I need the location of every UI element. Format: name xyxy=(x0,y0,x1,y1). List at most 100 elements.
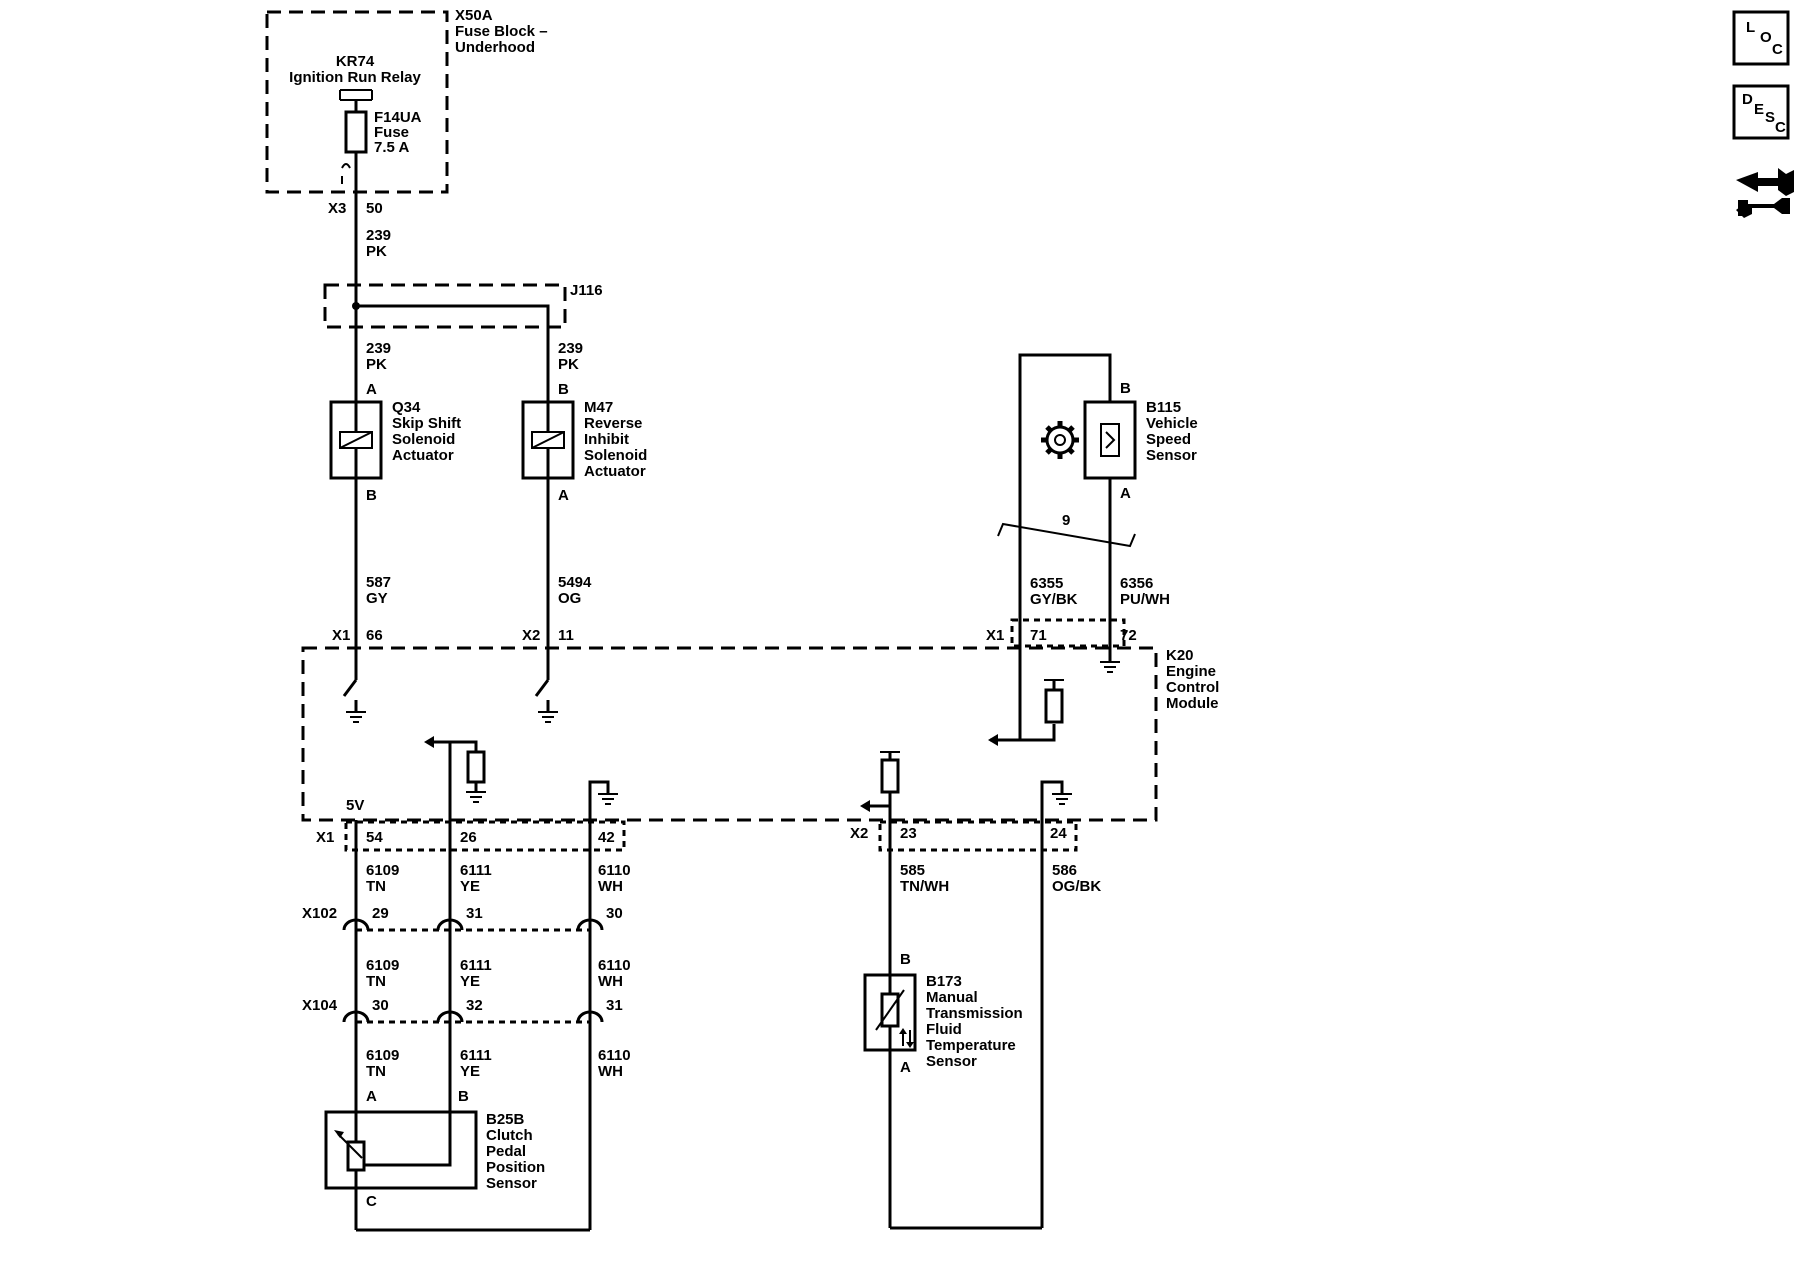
connector-x104-icon xyxy=(436,1010,464,1023)
connector-x102-icon xyxy=(576,918,604,931)
wire-6355-color: GY/BK xyxy=(1030,591,1078,608)
b115-element xyxy=(1100,423,1120,457)
ground-icon xyxy=(598,793,618,805)
b173-label-6: Sensor xyxy=(926,1053,977,1070)
wire-6111-num-3: 6111 xyxy=(460,1047,492,1064)
wire-6109-num: 6109 xyxy=(366,862,399,879)
input-arrow-icon xyxy=(988,734,998,746)
splice-dot xyxy=(352,302,360,310)
resistor-icon xyxy=(466,750,486,784)
b25b-pin-c: C xyxy=(366,1193,377,1210)
ecm-pin-11: 11 xyxy=(558,627,574,644)
ecm-pin-24: 24 xyxy=(1050,825,1067,842)
wire-6109-color-3: TN xyxy=(366,1063,386,1080)
fuse-icon xyxy=(344,110,368,154)
ecm-label-1: K20 xyxy=(1166,647,1194,664)
q34-pin-bot: B xyxy=(366,487,377,504)
ecm-x1-right-label: X1 xyxy=(986,627,1004,644)
wire-239-color: PK xyxy=(366,243,387,260)
connector-end-view-button[interactable] xyxy=(1736,168,1794,218)
wire-585-num: 585 xyxy=(900,862,925,879)
q34-label-1: Q34 xyxy=(392,399,421,416)
wire-239-color-left: PK xyxy=(366,356,387,373)
wire-6110-num-3: 6110 xyxy=(598,1047,631,1064)
ecm-outline xyxy=(301,646,1158,822)
ecm-pin-71: 71 xyxy=(1030,627,1047,644)
wire-6110-color: WH xyxy=(598,878,623,895)
desc-letter-2: E xyxy=(1754,101,1764,118)
ecm-pin-66: 66 xyxy=(366,627,383,644)
ecm-pin-23: 23 xyxy=(900,825,917,842)
b115-sensor-box xyxy=(1083,400,1137,480)
wire-5494-color: OG xyxy=(558,590,581,607)
wire-239-num-right: 239 xyxy=(558,340,583,357)
b173-label-3: Transmission xyxy=(926,1005,1023,1022)
splice-j116-label: J116 xyxy=(570,282,603,299)
thermistor-slash xyxy=(875,989,905,1031)
wire-6355-num: 6355 xyxy=(1030,575,1063,592)
wiper-arrow-icon xyxy=(334,1130,344,1138)
wire-6110-color-2: WH xyxy=(598,973,623,990)
b115-label-4: Sensor xyxy=(1146,447,1197,464)
ecm-pin-54: 54 xyxy=(366,829,383,846)
ecm-pin-72: 72 xyxy=(1120,627,1137,644)
m47-pin-bot: A xyxy=(558,487,569,504)
location-view-button[interactable]: L O C xyxy=(1732,10,1790,66)
wire-6109-num-3: 6109 xyxy=(366,1047,399,1064)
wire-6111-color-3: YE xyxy=(460,1063,480,1080)
input-arrow-icon xyxy=(860,800,870,812)
b173-label-2: Manual xyxy=(926,989,978,1006)
ground-icon xyxy=(1100,661,1120,673)
ecm-x1-top-label: X1 xyxy=(332,627,350,644)
ecm-label-3: Control xyxy=(1166,679,1219,696)
wire-6110-num: 6110 xyxy=(598,862,631,879)
description-view-button[interactable]: D E S C xyxy=(1732,84,1790,140)
gear-icon xyxy=(1041,421,1079,459)
x104-pin-1: 30 xyxy=(372,997,389,1014)
ecm-label-4: Module xyxy=(1166,695,1219,712)
connector-x102-icon xyxy=(342,918,370,931)
wire-587-num: 587 xyxy=(366,574,391,591)
b25b-label-5: Sensor xyxy=(486,1175,537,1192)
ecm-cpp-pulldown-wire xyxy=(450,740,478,752)
x104-pin-3: 31 xyxy=(606,997,623,1014)
splice-j116-branch xyxy=(356,304,550,390)
fuse-word: Fuse xyxy=(374,124,409,141)
relay-id: KR74 xyxy=(336,53,375,70)
ecm-x2-bot-label: X2 xyxy=(850,825,868,842)
wire-239-color-right: PK xyxy=(558,356,579,373)
wrench-connector-icon xyxy=(1736,168,1794,218)
b25b-label-2: Clutch xyxy=(486,1127,533,1144)
ecm-x2-top-label: X2 xyxy=(522,627,540,644)
ground-icon xyxy=(466,791,486,803)
relay-name: Ignition Run Relay xyxy=(289,69,421,86)
wire-239-num: 239 xyxy=(366,227,391,244)
q34-pin-top: A xyxy=(366,381,377,398)
x102-label: X102 xyxy=(302,905,337,922)
x104-pin-2: 32 xyxy=(466,997,483,1014)
ecm-cpp-signal-wire xyxy=(428,740,452,1165)
potentiometer-wiper xyxy=(337,1133,363,1159)
ecm-x1-bot-connector xyxy=(344,820,626,852)
wire-239-num-left: 239 xyxy=(366,340,391,357)
conn-x3-label: X3 xyxy=(328,200,346,217)
m47-label-5: Actuator xyxy=(584,463,646,480)
twisted-pair-icon xyxy=(997,522,1136,548)
q34-label-2: Skip Shift xyxy=(392,415,461,432)
fuse-block-name-2: Underhood xyxy=(455,39,535,56)
fuse-block-id: X50A xyxy=(455,7,493,24)
b25b-label-3: Pedal xyxy=(486,1143,526,1160)
wire-5494-num: 5494 xyxy=(558,574,592,591)
b25b-label-1: B25B xyxy=(486,1111,525,1128)
b115-label-2: Vehicle xyxy=(1146,415,1198,432)
wire-586-color: OG/BK xyxy=(1052,878,1101,895)
x102-pin-2: 31 xyxy=(466,905,483,922)
ecm-5v-label: 5V xyxy=(346,797,364,814)
loc-letter-2: O xyxy=(1760,29,1772,46)
wire-6109-color-2: TN xyxy=(366,973,386,990)
b25b-signal-wire xyxy=(364,1090,452,1167)
b173-label-1: B173 xyxy=(926,973,962,990)
resistor-icon xyxy=(880,758,900,794)
fuse-rating: 7.5 A xyxy=(374,139,409,156)
